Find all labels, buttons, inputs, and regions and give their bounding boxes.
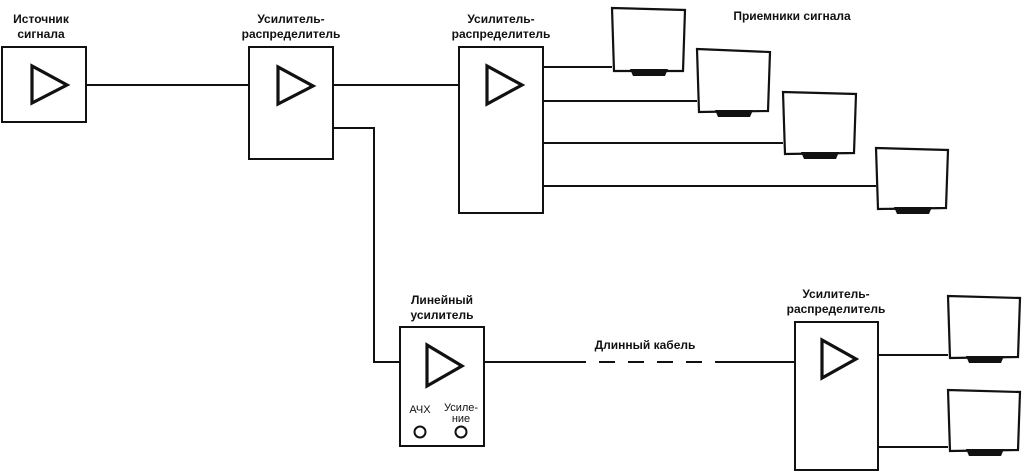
- distribution-amplifier-3-label-line-1: Усилитель-: [802, 287, 869, 301]
- monitor-icon: [781, 90, 858, 156]
- long-cable-label: Длинный кабель: [595, 338, 696, 352]
- distribution-amplifier-1-box: [248, 46, 334, 160]
- receivers-label: Приемники сигнала: [733, 9, 851, 23]
- line-amplifier-label-line-1: Линейный: [411, 293, 473, 307]
- distribution-amplifier-2-label-line-1: Усилитель-: [467, 12, 534, 26]
- signal-source-box: [1, 46, 87, 123]
- monitor-stand: [894, 207, 932, 214]
- amplifier-triangle-icon: [820, 337, 860, 381]
- monitor-stand: [801, 152, 839, 159]
- monitor-icon: [946, 388, 1022, 453]
- line-amplifier-label-line-2: усилитель: [411, 308, 474, 322]
- monitor-stand: [966, 356, 1004, 363]
- line-amplifier: Линейный усилитель АЧХ Усиле- ние: [399, 293, 485, 447]
- freq-response-knob-icon: [413, 425, 427, 439]
- monitor-stand: [630, 69, 668, 76]
- distribution-amplifier-1-label-line-2: распределитель: [242, 27, 341, 41]
- monitor-icon: [695, 47, 772, 114]
- amplifier-triangle-icon: [276, 64, 317, 107]
- wires: [86, 66, 948, 448]
- receiver-2: [695, 47, 772, 117]
- gain-control-label-line-2: ние: [452, 413, 470, 425]
- monitor-stand: [715, 110, 753, 117]
- receiver-6: [946, 388, 1022, 456]
- distribution-amplifier-3-label-line-2: распределитель: [787, 302, 886, 316]
- receiver-5: [946, 294, 1022, 363]
- receiver-3: [781, 90, 858, 159]
- amplifier-triangle-icon: [485, 63, 526, 107]
- monitor-icon: [946, 294, 1022, 360]
- distribution-amplifier-1-label-line-1: Усилитель-: [257, 12, 324, 26]
- monitor-icon: [874, 146, 950, 211]
- amplifier-triangle-icon: [425, 342, 466, 389]
- wire-amp1-to-line-amp: [333, 127, 400, 363]
- gain-knob-icon: [454, 425, 468, 439]
- signal-source-label-line-2: сигнала: [17, 27, 65, 41]
- monitor-icon: [610, 6, 687, 73]
- line-amplifier-box: [399, 326, 485, 447]
- distribution-amplifier-2: Усилитель- распределитель: [452, 12, 551, 214]
- distribution-amplifier-2-label-line-2: распределитель: [452, 27, 551, 41]
- freq-response-control-label: АЧХ: [409, 404, 431, 416]
- distribution-amplifier-3: Усилитель- распределитель: [787, 287, 886, 471]
- distribution-amplifier-1: Усилитель- распределитель: [242, 12, 341, 160]
- signal-source-label-line-1: Источник: [13, 12, 70, 26]
- monitor-stand: [966, 449, 1004, 456]
- receiver-1: [610, 6, 687, 76]
- distribution-amplifier-3-box: [794, 321, 879, 471]
- receiver-4: [874, 146, 950, 214]
- signal-source: Источник сигнала: [1, 12, 87, 123]
- gain-control-label-line-1: Усиле-: [444, 402, 478, 414]
- amplifier-triangle-icon: [30, 63, 71, 106]
